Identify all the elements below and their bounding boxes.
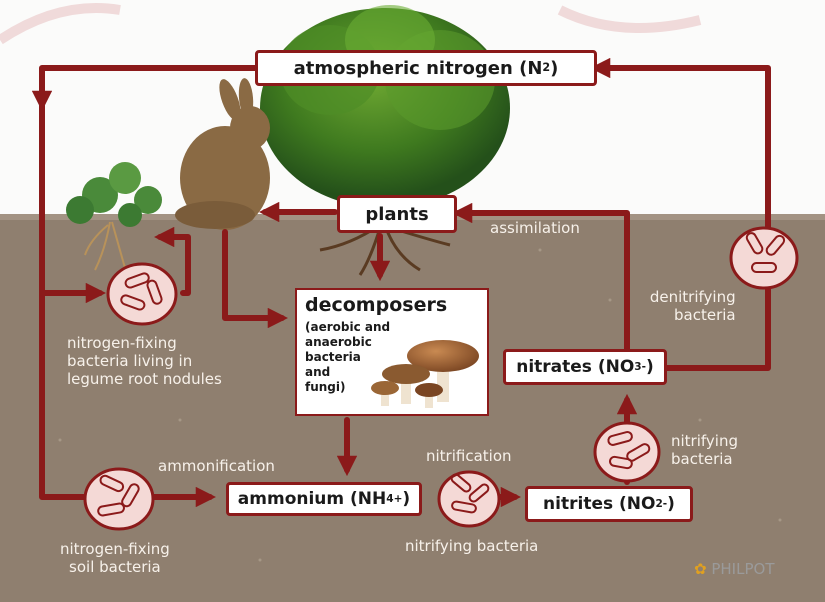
ammonium-close: ) <box>402 489 410 509</box>
ammonification-label: ammonification <box>158 457 275 475</box>
nitrifying-bottom-label: nitrifying bacteria <box>405 537 538 555</box>
legume-bacteria-label: nitrogen-fixing bacteria living in legum… <box>67 334 222 388</box>
atmospheric-nitrogen-text: atmospheric nitrogen (N <box>294 58 543 79</box>
soil-bacteria-label-line: nitrogen-fixing <box>60 540 170 558</box>
soil-bacteria-label: nitrogen-fixing soil bacteria <box>60 540 170 576</box>
denitrifying-microbe-icon <box>728 225 800 291</box>
plants-text: plants <box>365 204 428 225</box>
nitrates-close: ) <box>646 357 654 377</box>
decomposers-title: decomposers <box>305 294 447 316</box>
denitrifying-label: denitrifying bacteria <box>644 288 736 324</box>
nitrifying-right-microbe-icon <box>592 420 662 484</box>
soil-bacteria-label-line: soil bacteria <box>60 558 170 576</box>
nitrifying-bottom-microbe-icon <box>436 469 502 529</box>
denitrifying-label-line: denitrifying <box>644 288 736 306</box>
nitrates-text: nitrates (NO <box>516 357 634 377</box>
legume-bacteria-label-line: nitrogen-fixing <box>67 334 222 352</box>
nitrifying-right-label-line: nitrifying <box>671 432 738 450</box>
philpot-watermark: ✿ PHILPOT <box>694 560 774 578</box>
legume-bacteria-label-line: bacteria living in <box>67 352 222 370</box>
nitrifying-right-label: nitrifying bacteria <box>671 432 738 468</box>
soil-microbe-icon <box>80 467 158 531</box>
nitrites-close: ) <box>667 494 675 514</box>
watermark-text: PHILPOT <box>711 560 774 578</box>
atmospheric-nitrogen-close: ) <box>550 58 558 79</box>
mushrooms-illustration <box>367 316 485 412</box>
legume-microbe-icon <box>103 262 181 326</box>
denitrifying-label-line: bacteria <box>644 306 736 324</box>
arrow-hare-to-decomposers <box>225 232 282 318</box>
nitrification-label: nitrification <box>426 447 512 465</box>
ammonium-text: ammonium (NH <box>238 489 386 509</box>
decomposers-node: decomposers (aerobic and anaerobic bacte… <box>295 288 489 416</box>
plants-node: plants <box>337 195 457 233</box>
leaf-logo-icon: ✿ <box>694 560 707 578</box>
assimilation-label: assimilation <box>490 219 580 237</box>
nitrifying-right-label-line: bacteria <box>671 450 738 468</box>
nitrites-text: nitrites (NO <box>543 494 655 514</box>
legume-bacteria-label-line: legume root nodules <box>67 370 222 388</box>
arrow-n2-to-left <box>42 68 255 105</box>
